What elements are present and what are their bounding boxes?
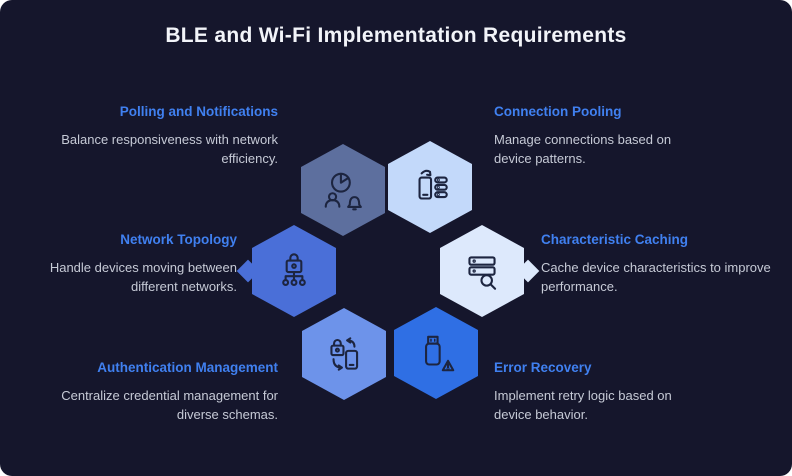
item-heading: Error Recovery — [494, 360, 592, 375]
item-heading: Connection Pooling — [494, 104, 622, 119]
item-label-polling-and-notifications: Polling and Notifications Balance respon… — [38, 103, 278, 169]
lock-phone-sync-icon — [321, 331, 367, 377]
hexagon-connection-pooling — [388, 141, 472, 233]
page-title: BLE and Wi-Fi Implementation Requirement… — [165, 24, 627, 47]
item-label-characteristic-caching: Characteristic Caching Cache device char… — [541, 231, 776, 297]
pie-chart-person-bell-icon — [320, 167, 366, 213]
usb-warning-icon — [413, 330, 459, 376]
item-description: Implement retry logic based on device be… — [494, 387, 672, 423]
item-description: Balance responsiveness with network effi… — [61, 131, 278, 167]
hexagon-network-topology — [252, 225, 336, 317]
lock-network-icon — [271, 248, 317, 294]
item-description: Manage connections based on device patte… — [494, 131, 672, 167]
item-heading: Authentication Management — [97, 360, 278, 375]
hexagon-authentication-management — [302, 308, 386, 400]
item-heading: Network Topology — [120, 232, 237, 247]
item-label-authentication-management: Authentication Management Centralize cre… — [38, 359, 278, 425]
server-search-icon — [459, 248, 505, 294]
item-label-network-topology: Network Topology Handle devices moving b… — [30, 231, 237, 297]
item-description: Cache device characteristics to improve … — [541, 259, 771, 295]
item-label-error-recovery: Error Recovery Implement retry logic bas… — [494, 359, 704, 425]
item-heading: Characteristic Caching — [541, 232, 689, 247]
item-label-connection-pooling: Connection Pooling Manage connections ba… — [494, 103, 709, 169]
phone-stack-icon — [407, 164, 453, 210]
item-description: Centralize credential management for div… — [61, 387, 278, 423]
hexagon-polling-and-notifications — [301, 144, 385, 236]
item-description: Handle devices moving between different … — [49, 259, 237, 295]
hexagon-characteristic-caching — [440, 225, 524, 317]
hexagon-error-recovery — [394, 307, 478, 399]
item-heading: Polling and Notifications — [119, 104, 278, 119]
